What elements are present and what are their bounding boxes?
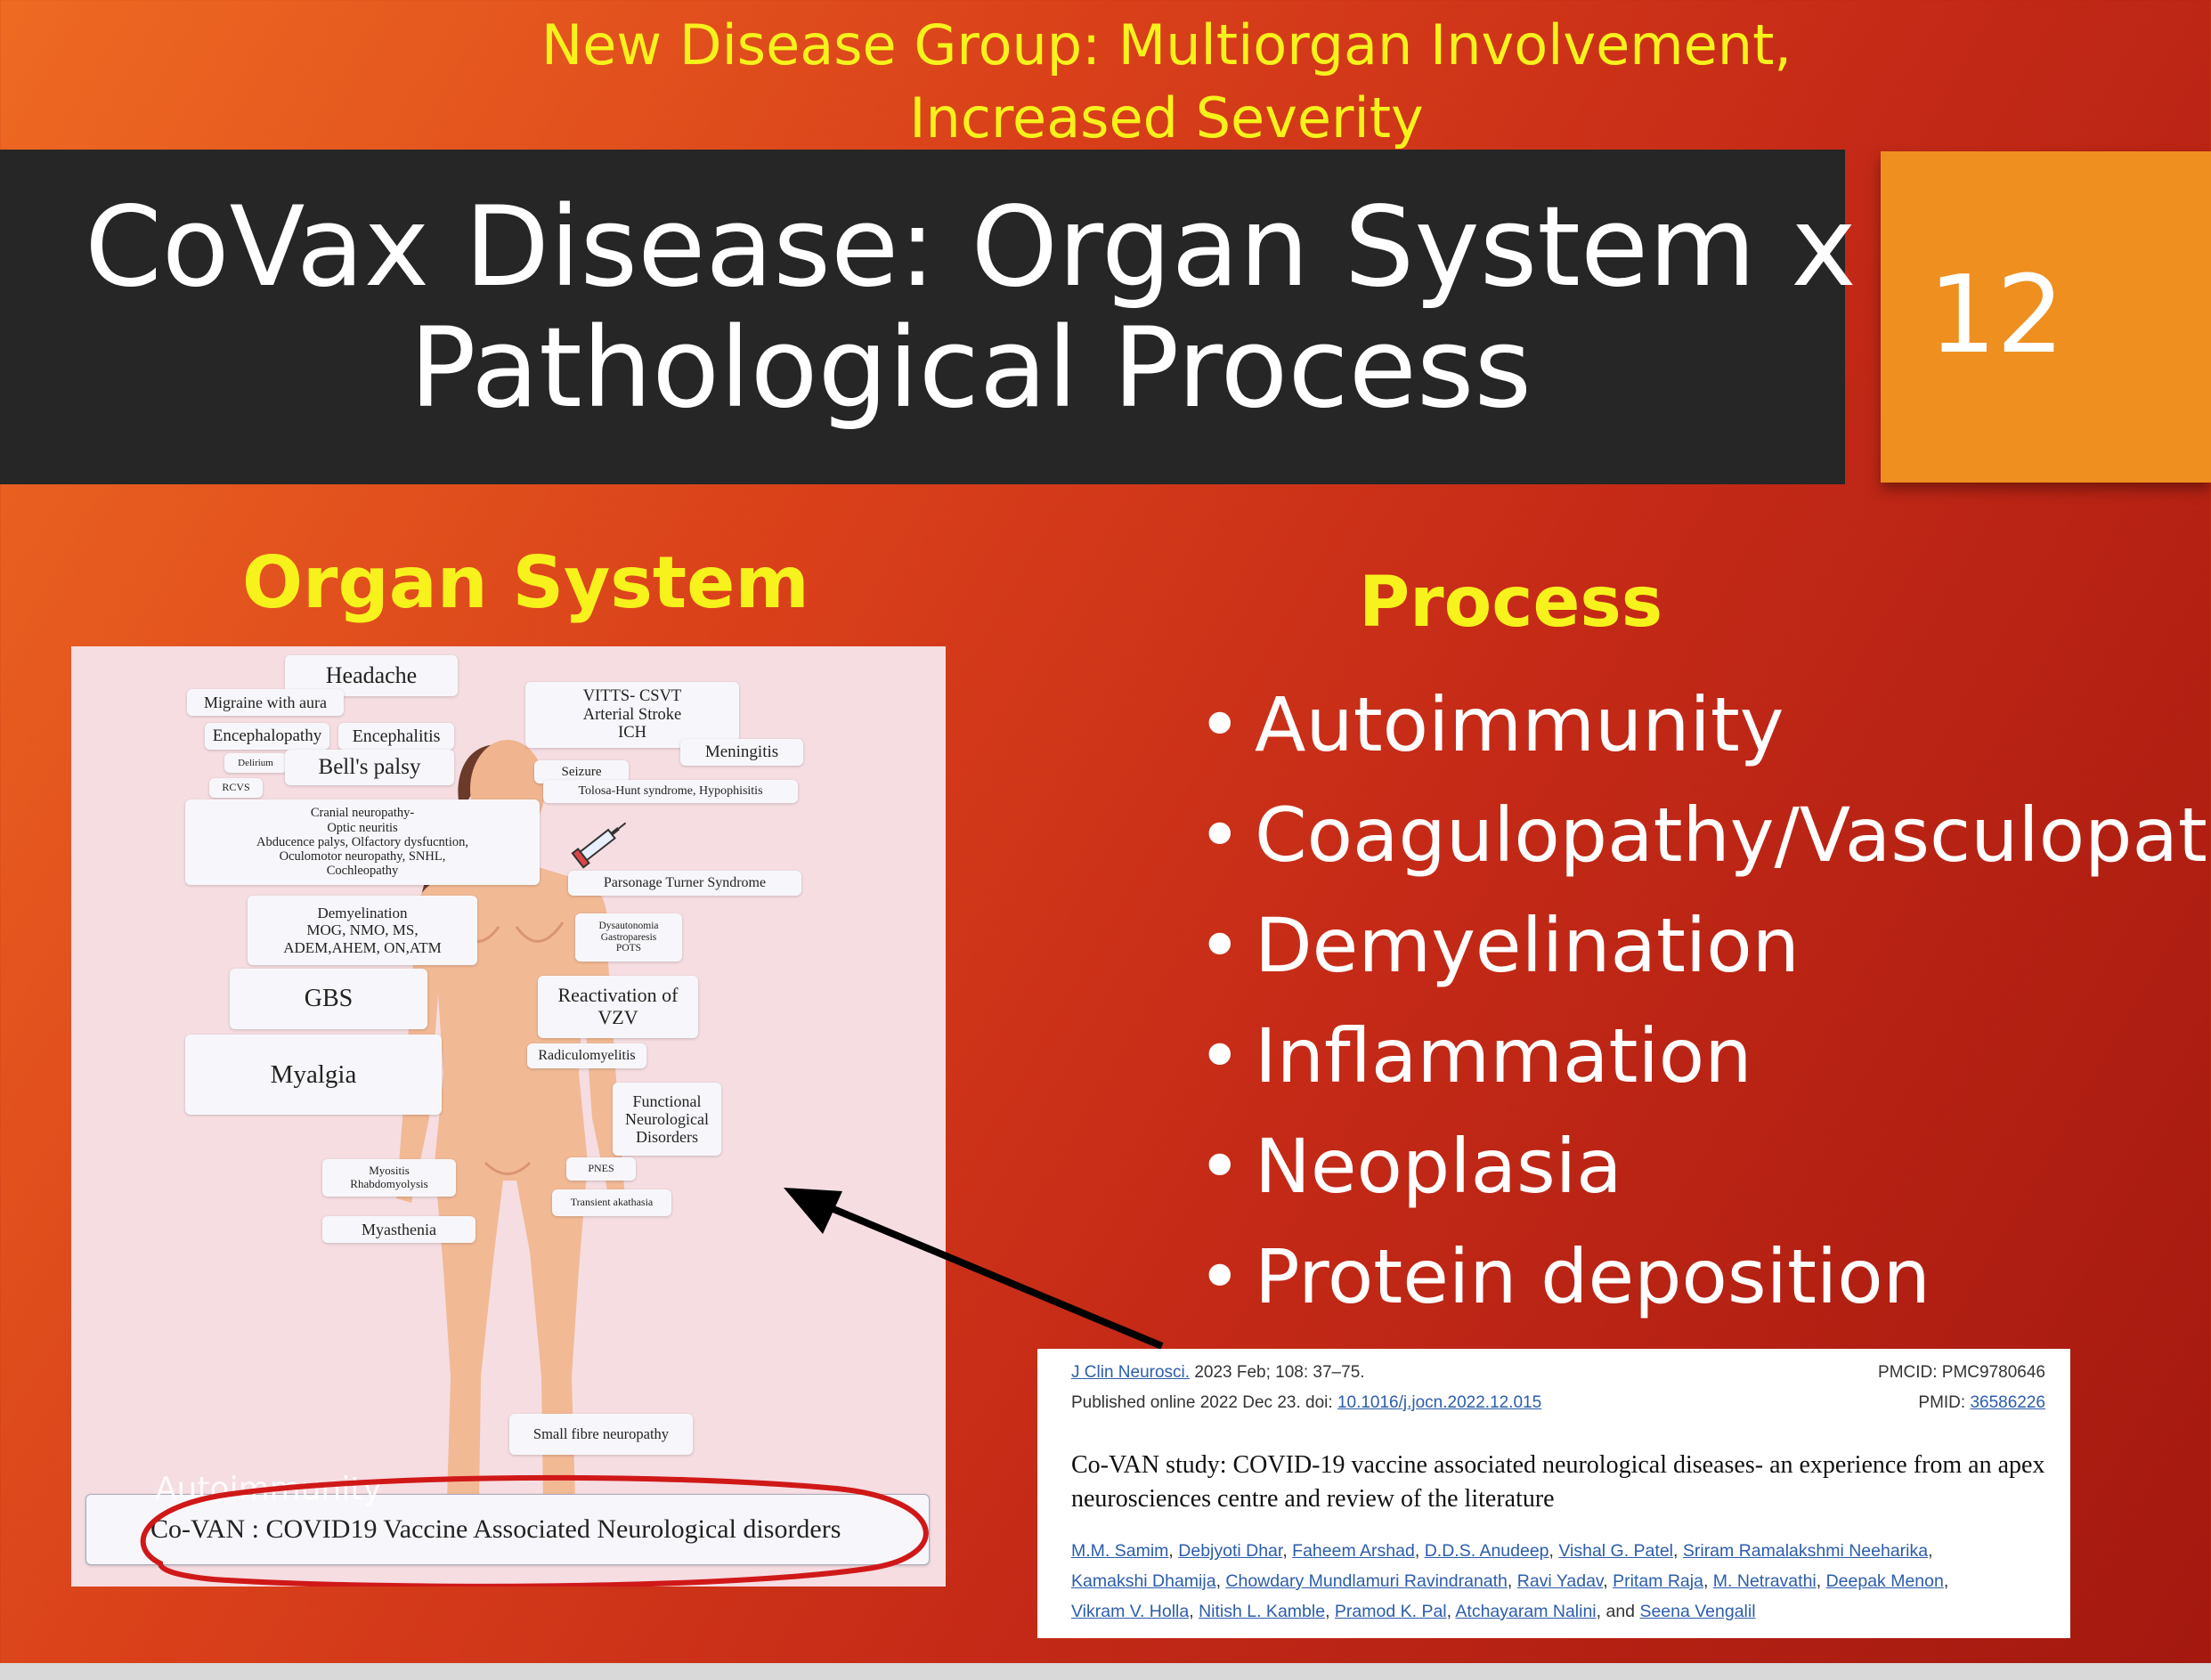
figure-caption-box: Co-VAN : COVID19 Vaccine Associated Neur…	[85, 1494, 930, 1565]
title-bar	[0, 150, 1845, 484]
author-list: M.M. Samim, Debjyoti Dhar, Faheem Arshad…	[1071, 1541, 1949, 1621]
process-item: •Demyelination	[1198, 902, 1800, 989]
subtitle-line-2: Increased Severity	[909, 85, 1424, 150]
author-link[interactable]: Vishal G. Patel	[1558, 1541, 1674, 1561]
process-item: •Neoplasia	[1198, 1123, 1622, 1210]
journal-link[interactable]: J Clin Neurosci.	[1071, 1363, 1191, 1382]
author-link[interactable]: Chowdary Mundlamuri Ravindranath	[1225, 1571, 1508, 1591]
label-encephalitis: Encephalitis	[338, 723, 454, 750]
label-gbs: GBS	[230, 969, 427, 1029]
slide-subtitle: New Disease Group: Multiorgan Involvemen…	[499, 9, 1834, 155]
label-myasthenia: Myasthenia	[322, 1216, 476, 1243]
subtitle-line-1: New Disease Group: Multiorgan Involvemen…	[541, 12, 1792, 77]
figure-caption: Co-VAN : COVID19 Vaccine Associated Neur…	[150, 1514, 841, 1545]
label-myalgia: Myalgia	[185, 1035, 442, 1115]
author-link[interactable]: Faheem Arshad	[1292, 1541, 1415, 1561]
label-small-fibre-neuropathy: Small fibre neuropathy	[509, 1414, 693, 1455]
label-pnes: PNES	[566, 1157, 636, 1181]
author-link[interactable]: M.M. Samim	[1071, 1541, 1169, 1561]
title-line-1: CoVax Disease: Organ System x	[85, 183, 1857, 312]
doi-link[interactable]: 10.1016/j.jocn.2022.12.015	[1337, 1393, 1542, 1412]
title-line-2: Pathological Process	[409, 304, 1532, 433]
label-vitts: VITTS- CSVT Arterial Stroke ICH	[525, 682, 739, 748]
author-link[interactable]: Debjyoti Dhar	[1178, 1541, 1283, 1561]
label-cranial-neuropathy: Cranial neuropathy- Optic neuritis Abduc…	[185, 799, 540, 885]
label-bells-palsy: Bell's palsy	[285, 750, 454, 785]
label-parsonage-turner: Parsonage Turner Syndrome	[568, 871, 801, 896]
author-link[interactable]: Vikram V. Holla	[1071, 1602, 1190, 1621]
process-item: •Inflammation	[1198, 1012, 1752, 1100]
author-link[interactable]: Ravi Yadav	[1516, 1571, 1604, 1591]
label-rcvs: RCVS	[209, 778, 263, 798]
article-title: Co-VAN study: COVID-19 vaccine associate…	[1071, 1451, 2045, 1513]
pmcid-label: PMCID: PMC9780646	[1878, 1363, 2045, 1382]
slide-number: 12	[1928, 254, 2065, 377]
label-transient-akathasia: Transient akathasia	[552, 1189, 671, 1216]
organ-system-figure: Headache Migraine with aura Encephalopat…	[71, 646, 946, 1587]
label-tolosa-hunt: Tolosa-Hunt syndrome, Hypophisitis	[543, 780, 798, 803]
label-dysautonomia: Dysautonomia Gastroparesis POTS	[575, 913, 682, 962]
author-link[interactable]: Atchayaram Nalini	[1455, 1602, 1597, 1621]
author-link[interactable]: D.D.S. Anudeep	[1424, 1541, 1549, 1561]
reference-card: J Clin Neurosci. 2023 Feb; 108: 37–75. P…	[1037, 1349, 2070, 1638]
author-link[interactable]: Deepak Menon	[1825, 1571, 1944, 1591]
label-encephalopathy: Encephalopathy	[205, 723, 329, 750]
slide-number-box	[1881, 151, 2211, 483]
process-item: •Autoimmunity	[1198, 681, 1784, 768]
author-link[interactable]: M. Netravathi	[1712, 1571, 1817, 1591]
label-vzv-reactivation: Reactivation of VZV	[538, 976, 698, 1038]
label-meningitis: Meningitis	[680, 739, 803, 766]
author-link[interactable]: Sriram Ramalakshmi Neeharika	[1682, 1541, 1929, 1561]
process-list: •Autoimmunity •Coagulopathy/Vasculopathy…	[1198, 670, 2211, 1332]
label-radiculomyelitis: Radiculomyelitis	[527, 1043, 646, 1068]
label-seizure: Seizure	[534, 760, 629, 783]
author-link[interactable]: Seena Vengalil	[1639, 1602, 1756, 1621]
author-link[interactable]: Nitish L. Kamble	[1199, 1602, 1326, 1621]
red-highlight-ellipse	[140, 1474, 929, 1587]
organ-system-heading: Organ System	[242, 541, 809, 624]
published-line: Published online 2022 Dec 23. doi: 10.10…	[1071, 1393, 1542, 1412]
label-myositis: Myositis Rhabdomyolysis	[322, 1159, 456, 1197]
slide-title: CoVax Disease: Organ System x Pathologic…	[0, 187, 1941, 429]
pmid-line: PMID: 36586226	[1918, 1393, 2045, 1412]
label-migraine: Migraine with aura	[187, 689, 344, 716]
label-delirium: Delirium	[224, 753, 287, 773]
author-link[interactable]: Pramod K. Pal	[1334, 1602, 1447, 1621]
pmid-link[interactable]: 36586226	[1970, 1393, 2045, 1412]
author-link[interactable]: Kamakshi Dhamija	[1071, 1571, 1216, 1591]
process-heading: Process	[1359, 563, 1663, 643]
author-link[interactable]: Pritam Raja	[1613, 1571, 1703, 1591]
bottom-strip	[0, 1663, 2211, 1680]
process-item: •Protein deposition	[1198, 1233, 1931, 1320]
syringe-icon	[571, 822, 627, 869]
label-functional-neurological: Functional Neurological Disorders	[613, 1083, 721, 1156]
process-item: •Coagulopathy/Vasculopathy	[1198, 791, 2211, 879]
label-demyelination: Demyelination MOG, NMO, MS, ADEM,AHEM, O…	[248, 896, 477, 965]
citation-line: J Clin Neurosci. 2023 Feb; 108: 37–75.	[1071, 1363, 1365, 1382]
